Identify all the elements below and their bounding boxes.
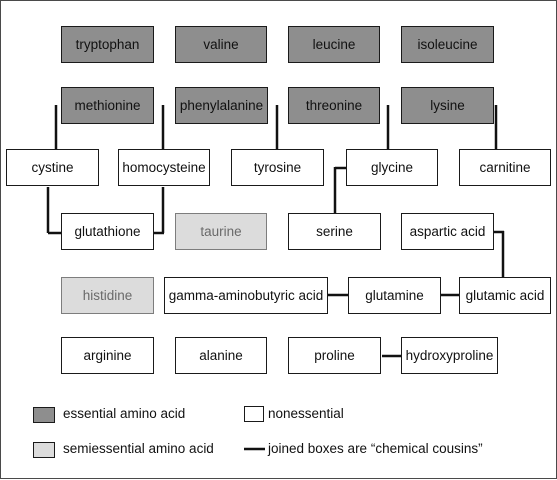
box-threonine: threonine — [288, 87, 380, 124]
box-hydroxyproline: hydroxyproline — [401, 337, 498, 374]
box-gamma-aminobutyric-acid: gamma-aminobutyric acid — [164, 277, 328, 314]
box-glutamic-acid: glutamic acid — [459, 277, 551, 314]
box-tryptophan: tryptophan — [61, 26, 154, 63]
legend-swatch-semiessential — [33, 442, 55, 458]
box-methionine: methionine — [61, 87, 154, 124]
box-glutamine: glutamine — [348, 277, 441, 314]
box-histidine: histidine — [61, 277, 154, 314]
legend-label-cousins: joined boxes are “chemical cousins” — [268, 441, 483, 456]
legend-swatch-nonessential — [244, 406, 264, 422]
legend-label-essential: essential amino acid — [63, 406, 186, 421]
box-aspartic-acid: aspartic acid — [401, 213, 494, 250]
box-isoleucine: isoleucine — [401, 26, 494, 63]
legend-label-semiessential: semiessential amino acid — [63, 441, 214, 456]
box-homocysteine: homocysteine — [118, 149, 210, 186]
box-phenylalanine: phenylalanine — [175, 87, 268, 124]
box-arginine: arginine — [61, 337, 154, 374]
box-serine: serine — [288, 213, 381, 250]
box-cystine: cystine — [6, 149, 99, 186]
box-valine: valine — [175, 26, 267, 63]
box-leucine: leucine — [288, 26, 380, 63]
legend-label-nonessential: nonessential — [268, 406, 344, 421]
box-proline: proline — [288, 337, 381, 374]
box-alanine: alanine — [175, 337, 267, 374]
box-glycine: glycine — [346, 149, 438, 186]
legend-swatch-essential — [33, 407, 55, 423]
box-glutathione: glutathione — [61, 213, 154, 250]
box-taurine: taurine — [175, 213, 267, 250]
box-carnitine: carnitine — [459, 149, 551, 186]
legend-line-swatch — [244, 447, 265, 451]
box-lysine: lysine — [401, 87, 494, 124]
box-tyrosine: tyrosine — [231, 149, 324, 186]
